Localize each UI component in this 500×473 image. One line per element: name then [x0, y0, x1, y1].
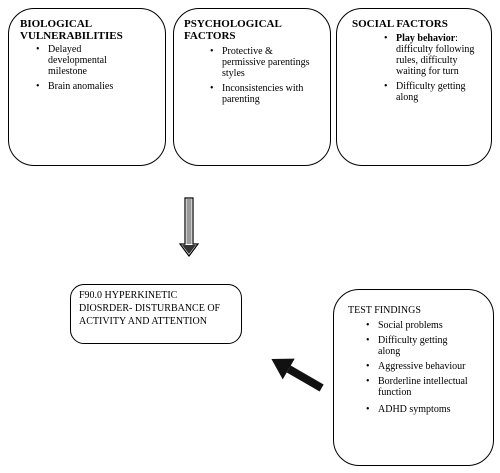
- psychological-item: Protective & permissive parentings style…: [210, 46, 312, 79]
- diagonal-arrow-icon: [271, 358, 324, 392]
- test-item: Difficulty getting along: [366, 335, 453, 357]
- diagnosis-text: F90.0 HYPERKINETIC DIOSRDER- DISTURBANCE…: [79, 290, 221, 327]
- psychological-item: Inconsistencies with parenting: [210, 83, 317, 105]
- social-title: SOCIAL FACTORS: [352, 18, 448, 30]
- test-findings-list: Social problems Difficulty getting along…: [348, 320, 485, 415]
- biological-item: Brain anomalies: [36, 81, 155, 92]
- test-item: ADHD symptoms: [366, 404, 485, 415]
- test-findings-title: TEST FINDINGS: [348, 305, 421, 316]
- test-item: Aggressive behaviour: [366, 361, 485, 372]
- play-behavior-label: Play behavior: [396, 33, 456, 44]
- social-item-play-behavior: Play behavior: difficulty following rule…: [384, 33, 488, 77]
- play-behavior-text: : difficulty following rules, difficulty…: [396, 33, 475, 77]
- psychological-title: PSYCHOLOGICAL FACTORS: [184, 18, 282, 42]
- biological-title: BIOLOGICAL VULNERABILITIES: [20, 18, 123, 42]
- test-item: Social problems: [366, 320, 485, 331]
- biological-vulnerabilities-box: BIOLOGICAL VULNERABILITIES Delayed devel…: [8, 8, 166, 166]
- biological-item: Delayed developmental milestone: [36, 44, 128, 77]
- test-findings-box: TEST FINDINGS Social problems Difficulty…: [333, 289, 494, 466]
- psychological-factors-box: PSYCHOLOGICAL FACTORS Protective & permi…: [173, 8, 331, 166]
- biological-list: Delayed developmental milestone Brain an…: [20, 44, 155, 92]
- social-item: Difficulty getting along: [384, 81, 488, 103]
- diagnosis-box: F90.0 HYPERKINETIC DIOSRDER- DISTURBANCE…: [70, 284, 242, 344]
- social-factors-box: SOCIAL FACTORS Play behavior: difficulty…: [336, 8, 492, 166]
- psychological-list: Protective & permissive parentings style…: [184, 46, 320, 105]
- test-item: Borderline intellectual function: [366, 376, 490, 398]
- social-list: Play behavior: difficulty following rule…: [352, 33, 483, 103]
- down-arrow-icon: [178, 197, 200, 257]
